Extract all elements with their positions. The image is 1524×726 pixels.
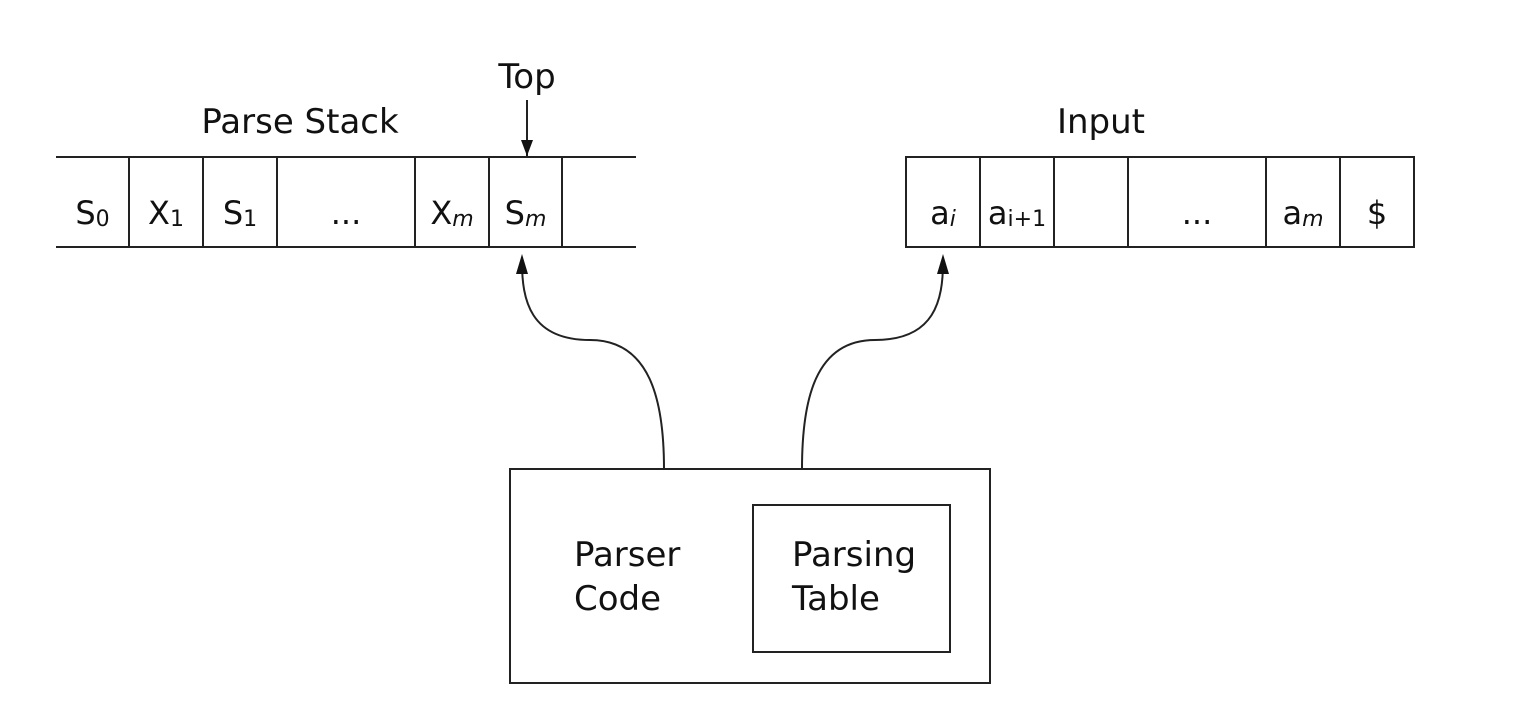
input-cell-symbol: a [1282,194,1302,232]
stack-cell-symbol: ... [331,194,362,232]
parser-code-label-line1: Parser [574,535,680,575]
input-cell-symbol: ... [1182,194,1213,232]
stack-cell: Sm [505,194,547,232]
stack-cell-symbol: S [75,194,95,232]
stack-cell-subscript: m [525,207,546,232]
input-cell-symbol: $ [1367,194,1387,232]
input-cell-subscript: i [950,207,956,232]
top-label: Top [497,57,555,97]
input-cell-subscript: m [1302,207,1323,232]
stack-cell: Xm [430,194,473,232]
stack-cell-subscript: 0 [96,207,110,232]
input-cell: am [1282,194,1323,232]
stack-cell: X1 [148,194,184,232]
input-cell: ... [1182,194,1213,232]
stack-cell-symbol: X [148,194,170,232]
input-cell: ai [930,194,956,232]
input-cell-symbol: a [988,194,1008,232]
stack-cell-symbol: S [223,194,243,232]
parsing-table-label-line1: Parsing [792,535,916,575]
parsing-table-label-line2: Table [791,579,880,619]
parse-stack-label: Parse Stack [201,102,399,142]
parser-code-label-line2: Code [574,579,661,619]
stack-cell-symbol: S [505,194,525,232]
stack-cell: S0 [75,194,109,232]
stack-arrowhead-icon [516,254,528,274]
input-cell-symbol: a [930,194,950,232]
stack-cell-subscript: 1 [170,207,184,232]
input-pointer-arrow [801,261,944,470]
input-cell: ai+1 [988,194,1046,232]
stack-cell-symbol: X [430,194,452,232]
input-label: Input [1057,102,1145,142]
stack-pointer-arrow [521,261,665,470]
input-cell: $ [1367,194,1387,232]
stack-cell-subscript: m [452,207,473,232]
stack-cell: ... [331,194,362,232]
parsing-table-box [752,504,951,653]
input-cell-subscript: i+1 [1008,207,1047,232]
parser-box [509,468,991,684]
input-arrowhead-icon [937,254,949,274]
top-arrowhead-icon [521,140,533,156]
stack-cell: S1 [223,194,257,232]
stack-cell-subscript: 1 [243,207,257,232]
